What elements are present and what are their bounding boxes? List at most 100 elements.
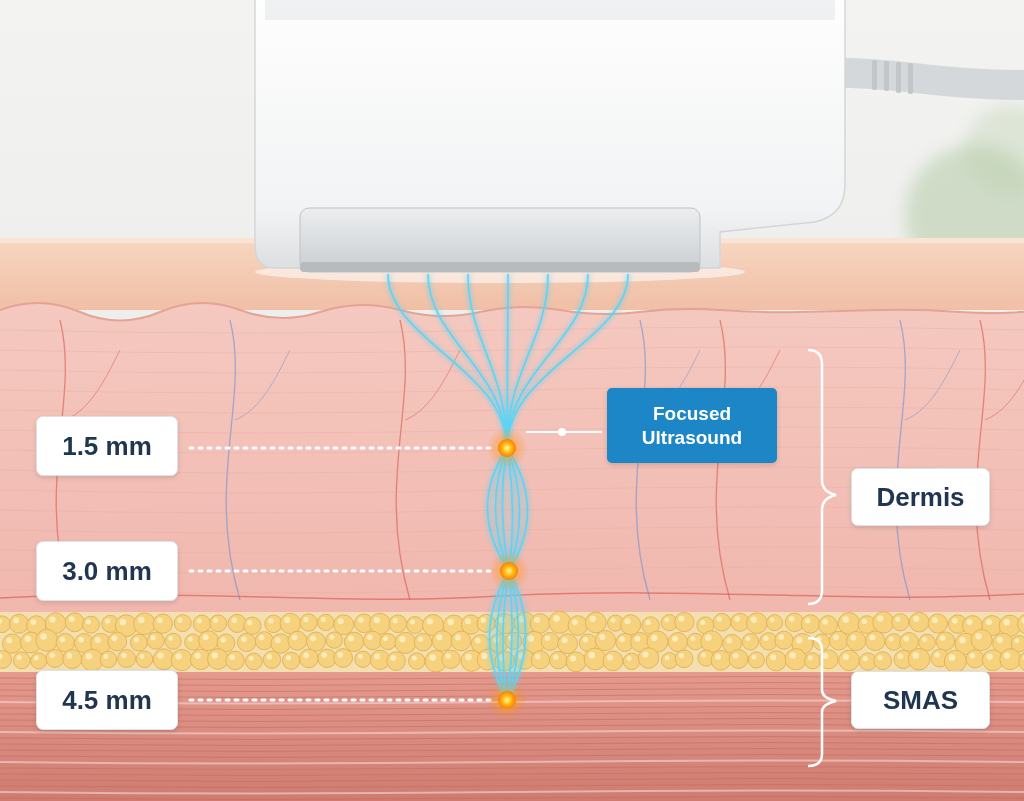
fat-highlight [751,616,757,622]
fat-highlight [635,636,641,642]
fat-globule [318,614,334,630]
fat-highlight [717,616,722,621]
fat-highlight [40,633,47,640]
muscle-fiber [0,755,1024,758]
fat-highlight [86,653,92,659]
fat-highlight [86,619,91,624]
fat-globule [623,653,640,670]
fat-highlight [465,654,471,660]
fat-globule [675,612,694,631]
fat-highlight [292,635,298,641]
fat-globule [271,634,290,653]
layer-label-box: SMAS [851,671,990,729]
fat-highlight [367,634,373,640]
fat-highlight [275,637,281,643]
layer-label-box: Dermis [851,468,990,526]
fat-highlight [664,617,669,622]
dermis-fiber [0,367,1024,373]
fat-highlight [625,618,631,624]
fat-globule [847,631,866,650]
node-text: 4.5 mm [62,685,152,716]
fat-highlight [645,620,650,625]
fat-highlight [78,637,84,643]
fat-highlight [833,634,839,640]
fat-globule [334,649,353,668]
fat-highlight [572,619,578,625]
fat-globule [147,632,164,649]
fat-highlight [690,636,695,641]
node-text: Focused Ultrasound [619,402,765,450]
muscle-fiber [0,731,1024,734]
fat-highlight [34,656,39,661]
fat-globule [908,648,930,670]
fat-highlight [805,618,811,624]
fat-globule [300,649,319,668]
fat-highlight [445,653,450,658]
fat-globule [566,652,586,672]
fat-highlight [197,618,202,623]
fat-highlight [6,637,12,643]
fat-globule [199,631,219,651]
fat-globule [3,634,22,653]
fat-highlight [562,637,568,643]
fat-globule [237,633,255,651]
fat-globule [265,615,282,632]
text-stack: 3.0 mm [62,556,152,587]
fat-highlight [329,635,334,640]
dermis-fiber [0,327,1024,333]
beam-group [388,274,628,700]
fat-globule [414,633,432,651]
muscle-fiber [0,761,1024,764]
fat-globule [153,614,172,633]
muscle-fiber [0,749,1024,752]
fat-globule [531,651,549,669]
fat-globule [713,613,731,631]
fat-highlight [358,654,363,659]
blood-vessel [396,320,410,600]
fat-globule [585,612,606,633]
fat-highlight [701,653,706,658]
fat-globule [873,612,894,633]
fat-globule [306,632,325,651]
beam-line [388,274,507,448]
fat-highlight [997,637,1003,643]
node-text: SMAS [883,685,958,716]
fat-highlight [553,615,560,622]
dermis-layer [0,303,1024,620]
node-text: 1.5 mm [62,431,152,462]
depth-label-box: 3.0 mm [36,541,178,601]
fat-highlight [952,618,958,624]
fat-globule [355,651,371,667]
fat-highlight [393,618,398,623]
fat-highlight [121,653,126,658]
fat-globule [767,615,783,631]
fat-highlight [1014,638,1019,643]
beam-line [468,274,507,448]
fat-globule [334,615,354,635]
fat-highlight [178,618,183,623]
fat-highlight [1003,619,1009,625]
fat-globule [244,617,261,634]
fat-highlight [157,652,163,658]
blood-vessel [235,350,290,420]
fat-highlight [770,654,776,660]
fat-globule [193,615,210,632]
muscle-fiber [0,779,1024,782]
fat-globule [785,649,806,670]
fat-highlight [1004,652,1010,658]
blood-vessel [226,320,240,600]
fat-highlight [247,620,252,625]
fat-globule [100,651,116,667]
fat-highlight [374,617,380,623]
fat-globule [966,650,984,668]
fat-highlight [763,636,768,641]
fat-highlight [934,652,939,657]
fat-globule [1019,651,1024,671]
fat-highlight [590,616,596,622]
fat-highlight [465,618,471,624]
muscle-fiber [0,791,1024,794]
fat-highlight [268,618,273,623]
fat-globule [971,629,992,650]
fat-globule [866,631,886,651]
fat-highlight [1023,655,1024,661]
